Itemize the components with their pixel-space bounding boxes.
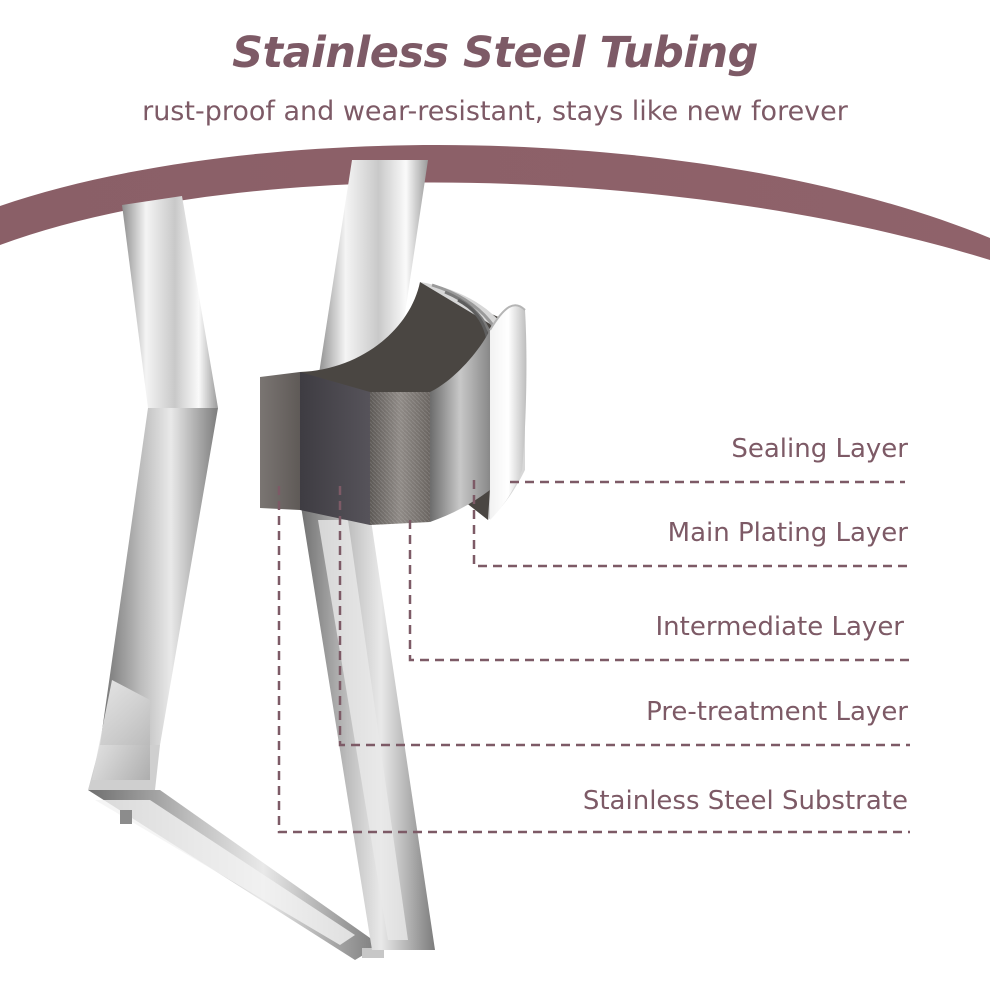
substrate-strip [260,372,300,510]
layer-label-pretreatment: Pre-treatment Layer [646,697,908,727]
curved-band [0,145,990,260]
layer-label-sealing: Sealing Layer [731,434,908,464]
callout-intermediate [408,520,910,662]
page-title: Stainless Steel Tubing [232,28,758,78]
callout-substrate [277,486,910,834]
callout-pretreatment [338,486,910,747]
sealing-strip [490,305,527,520]
layer-label-substrate: Stainless Steel Substrate [582,786,908,816]
layer-cutaway [260,282,527,525]
layer-label-main-plating: Main Plating Layer [667,518,908,548]
bottom-bar [88,790,384,960]
callout-lines [277,480,910,834]
callout-main-plating [472,480,910,568]
left-leg [88,196,218,790]
main-plating-strip [430,330,490,522]
pretreatment-strip [300,372,370,525]
page-subtitle: rust-proof and wear-resistant, stays lik… [142,96,848,127]
layer-label-intermediate: Intermediate Layer [655,612,905,642]
